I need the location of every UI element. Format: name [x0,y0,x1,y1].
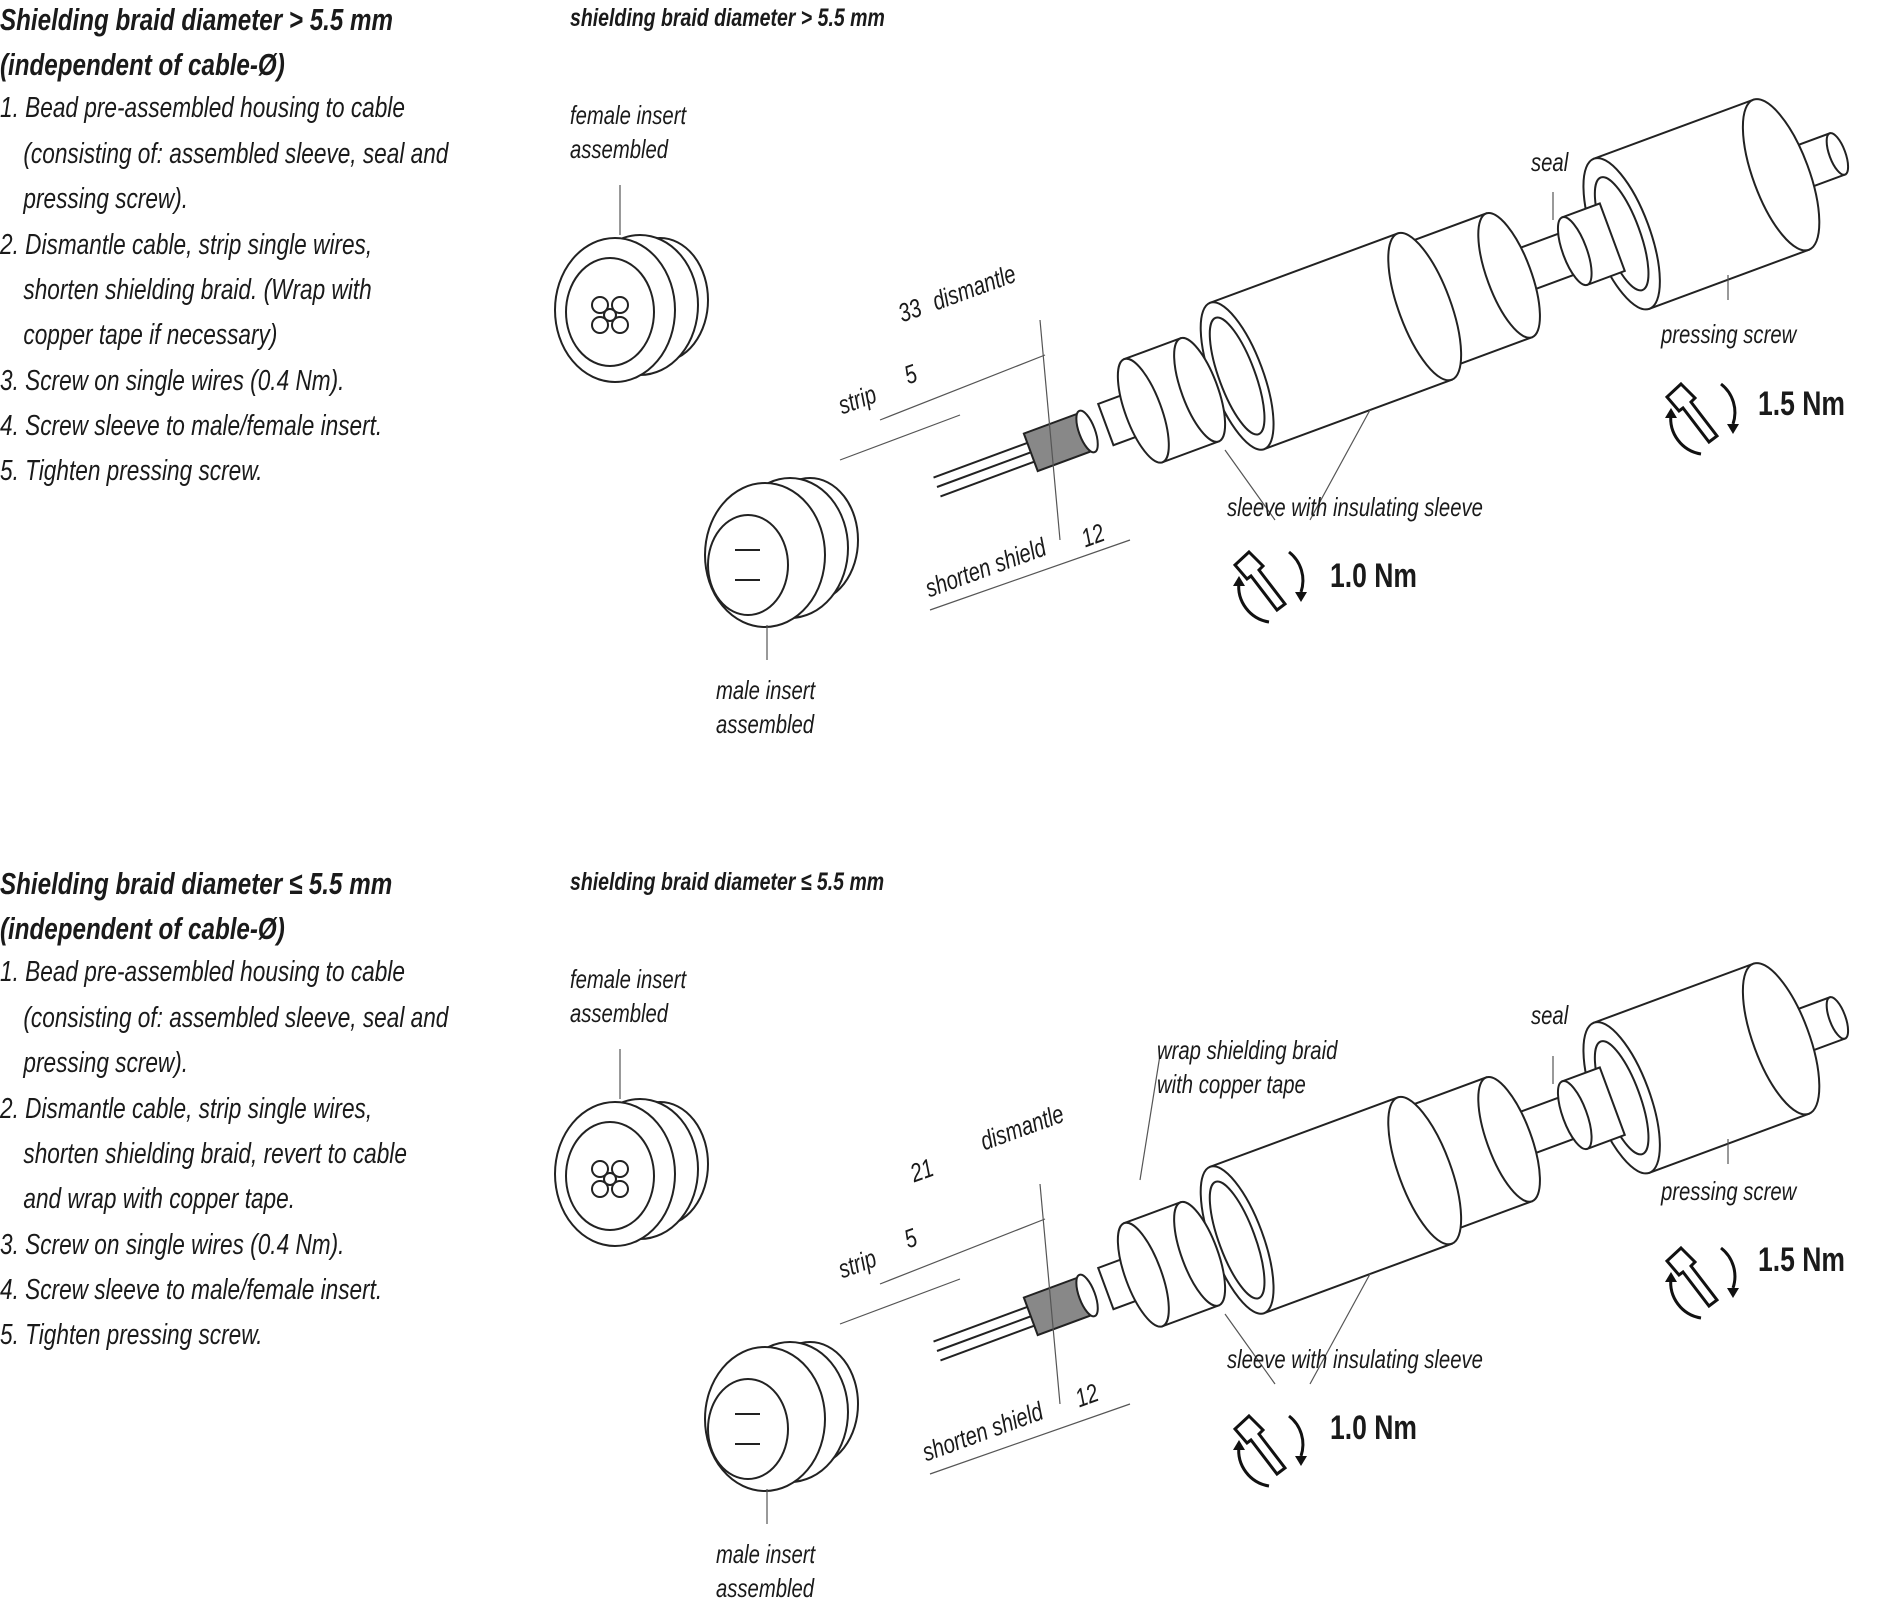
step-text: pressing screw). [23,183,189,215]
label-male-insert: male insert [716,1539,816,1569]
step-text: 5. Tighten pressing screw. [0,455,263,487]
label-seal: seal [1531,147,1569,177]
section-heading: Shielding braid diameter ≤ 5.5 mm [0,866,393,901]
label-wrap-braid-2: with copper tape [1157,1069,1306,1099]
section-heading-sub: (independent of cable-Ø) [0,47,285,82]
step-text: 4. Screw sleeve to male/female insert. [0,1274,383,1306]
step-text: 2. Dismantle cable, strip single wires, [0,1093,373,1125]
label-female-insert-2: assembled [570,998,669,1028]
label-sleeve: sleeve with insulating sleeve [1227,492,1483,522]
label-male-insert-2: assembled [716,1573,815,1603]
wrench-icon [1663,1246,1741,1320]
figure-title: shielding braid diameter > 5.5 mm [570,4,885,32]
step-text: 5. Tighten pressing screw. [0,1319,263,1351]
step-text: 4. Screw sleeve to male/female insert. [0,410,383,442]
step-text: copper tape if necessary) [23,319,278,351]
wrench-icon [1663,382,1741,456]
torque-pressing-screw: 1.5 Nm [1758,385,1845,423]
step-text: (consisting of: assembled sleeve, seal a… [23,1002,449,1034]
torque-sleeve: 1.0 Nm [1330,1409,1417,1447]
wrap-leader-line [1139,1054,1161,1181]
label-female-insert: female insert [570,964,687,994]
label-female-insert-2: assembled [570,134,669,164]
section-heading-sub: (independent of cable-Ø) [0,911,285,946]
step-text: 3. Screw on single wires (0.4 Nm). [0,1229,345,1261]
wrench-icon [1231,1414,1309,1488]
assembly-bottom [554,939,1874,1525]
step-text: pressing screw). [23,1047,189,1079]
label-sleeve: sleeve with insulating sleeve [1227,1344,1483,1374]
torque-pressing-screw: 1.5 Nm [1758,1241,1845,1279]
label-male-insert-2: assembled [716,709,815,739]
step-text: 2. Dismantle cable, strip single wires, [0,229,373,261]
step-text: 1. Bead pre-assembled housing to cable [0,92,405,124]
label-pressing-screw: pressing screw [1661,1176,1797,1206]
wrench-icon [1231,550,1309,624]
section-heading: Shielding braid diameter > 5.5 mm [0,2,394,37]
label-female-insert: female insert [570,100,687,130]
step-text: shorten shielding braid. (Wrap with [23,274,372,306]
step-text: 1. Bead pre-assembled housing to cable [0,956,405,988]
torque-sleeve: 1.0 Nm [1330,557,1417,595]
step-text: 3. Screw on single wires (0.4 Nm). [0,365,345,397]
assembly-top [554,75,1874,661]
label-pressing-screw: pressing screw [1661,319,1797,349]
label-seal: seal [1531,1000,1569,1030]
step-text: shorten shielding braid, revert to cable [23,1138,407,1170]
step-text: and wrap with copper tape. [23,1183,296,1215]
figure-title: shielding braid diameter ≤ 5.5 mm [570,868,885,896]
label-male-insert: male insert [716,675,816,705]
step-text: (consisting of: assembled sleeve, seal a… [23,138,449,170]
label-wrap-braid: wrap shielding braid [1157,1035,1338,1065]
